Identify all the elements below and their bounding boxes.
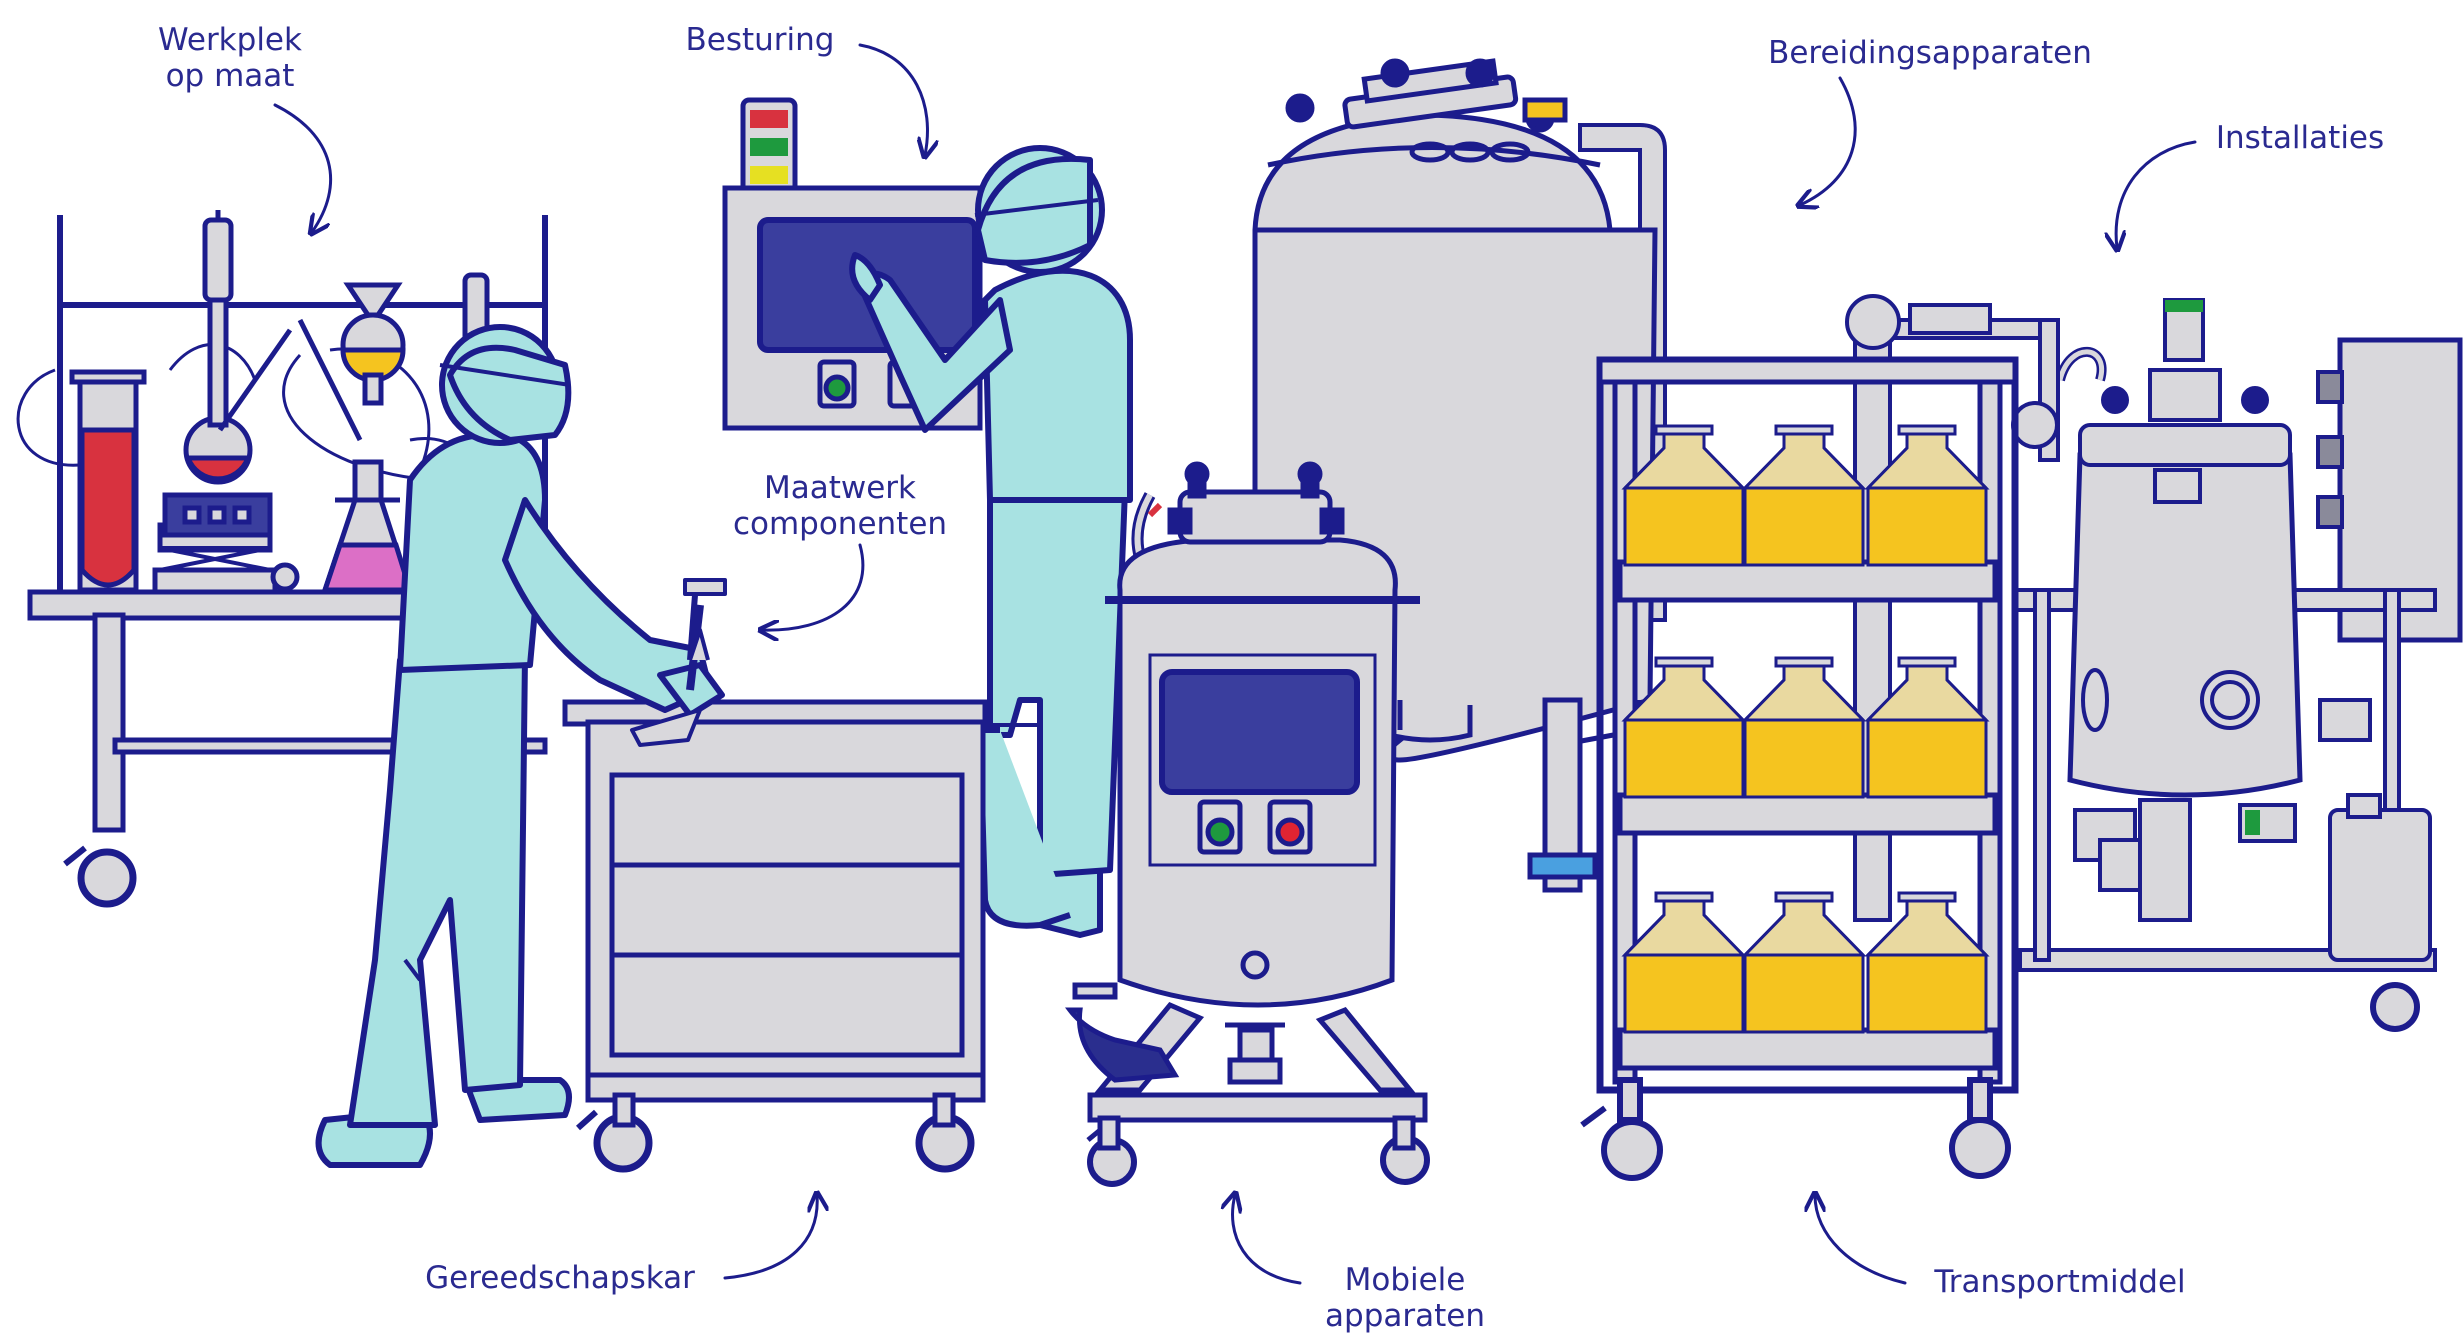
- arrow-transportmiddel: [1815, 1195, 1905, 1283]
- arrow-bereidingsapparaten: [1800, 78, 1855, 205]
- arrow-installaties: [2116, 142, 2195, 248]
- arrow-besturing: [860, 45, 927, 155]
- arrow-gereedschapskar: [725, 1195, 817, 1278]
- installation-tank: [2070, 455, 2300, 795]
- arrow-werkplek: [275, 105, 331, 232]
- mobile-vessel: [1070, 464, 1427, 1184]
- tool-cart: [565, 702, 985, 1169]
- transport-rack-wheels: [1582, 1080, 2008, 1178]
- yellow-canister: [1745, 893, 1863, 1032]
- erlenmeyer-flask-pink: [355, 462, 381, 502]
- vessel-screen: [1162, 672, 1357, 792]
- arrow-mobiele: [1233, 1195, 1300, 1283]
- yellow-canister: [1745, 658, 1863, 797]
- yellow-canister: [1745, 426, 1863, 565]
- canister-group: [1625, 426, 1986, 1032]
- yellow-canister: [1625, 893, 1743, 1032]
- installation-unit: [2015, 300, 2460, 1029]
- arrow-maatwerk: [762, 545, 863, 630]
